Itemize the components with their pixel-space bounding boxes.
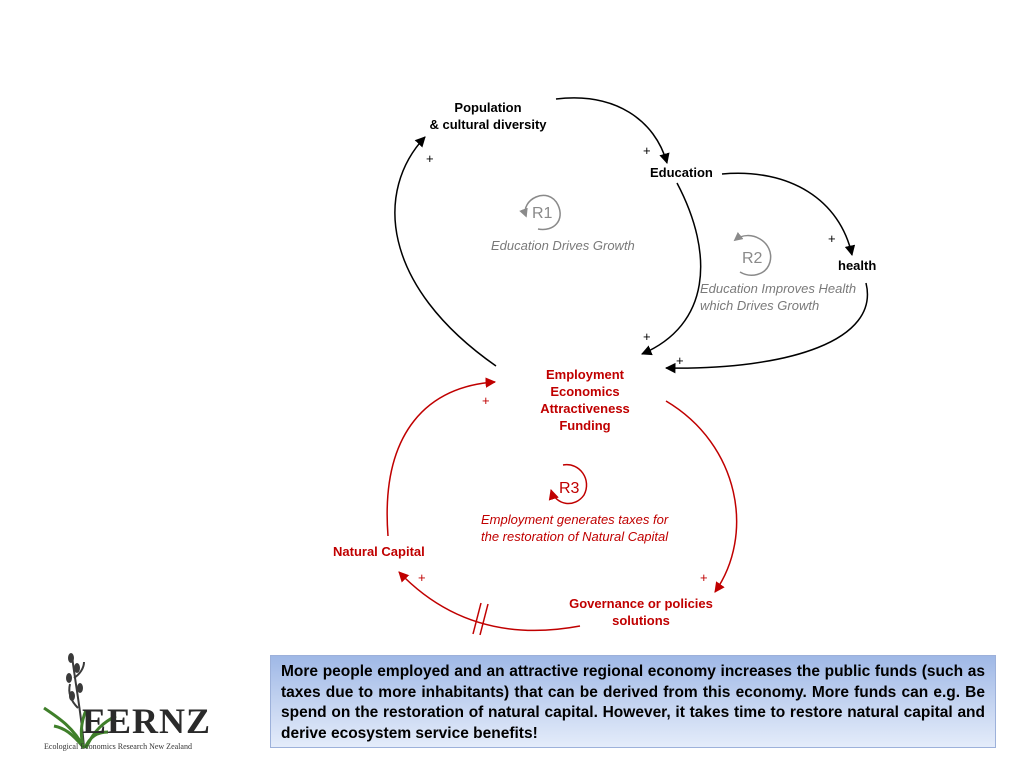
link-employment-to-governance (665, 400, 738, 593)
delay-mark-1 (472, 602, 482, 635)
link-health-to-employment (664, 282, 869, 374)
link-education-to-health (721, 172, 856, 257)
r3-description: Employment generates taxes for the resto… (481, 512, 669, 544)
polarity-sign: + (643, 329, 651, 344)
node-employment: Employment Economics Attractiveness Fund… (540, 367, 630, 433)
polarity-sign: + (828, 231, 836, 246)
link-natural-capital-to-employment (386, 377, 497, 537)
node-governance: Governance or policies solutions (569, 596, 713, 628)
polarity-sign: + (676, 353, 684, 368)
logo-caption: Ecological Economics Research New Zealan… (44, 742, 192, 751)
polarity-sign: + (700, 570, 708, 585)
r2-description: Education Improves Health which Drives G… (700, 281, 857, 313)
link-education-to-employment (641, 182, 702, 356)
node-health: health (838, 258, 877, 273)
r1-loop-icon (519, 194, 561, 231)
r3-label: R3 (559, 480, 580, 497)
node-education: Education (650, 165, 713, 180)
eernz-logo (43, 653, 117, 749)
delay-mark-2 (479, 603, 489, 636)
polarity-sign: + (418, 570, 426, 585)
link-employment-to-population (394, 136, 497, 367)
node-population: Population & cultural diversity (429, 100, 547, 132)
polarity-sign: + (426, 151, 434, 166)
polarity-sign: + (643, 143, 651, 158)
logo-wordmark: EERNZ (82, 701, 212, 741)
polarity-sign: + (482, 393, 490, 408)
summary-textbox: More people employed and an attractive r… (270, 655, 996, 748)
link-governance-to-natural-capital (398, 571, 581, 632)
r2-loop-icon (733, 231, 772, 276)
r3-loop-icon (548, 464, 588, 505)
node-natural-capital: Natural Capital (333, 544, 425, 559)
r1-label: R1 (532, 205, 553, 222)
r1-description: Education Drives Growth (491, 238, 635, 253)
r2-label: R2 (742, 250, 763, 267)
link-population-to-education (555, 97, 670, 165)
